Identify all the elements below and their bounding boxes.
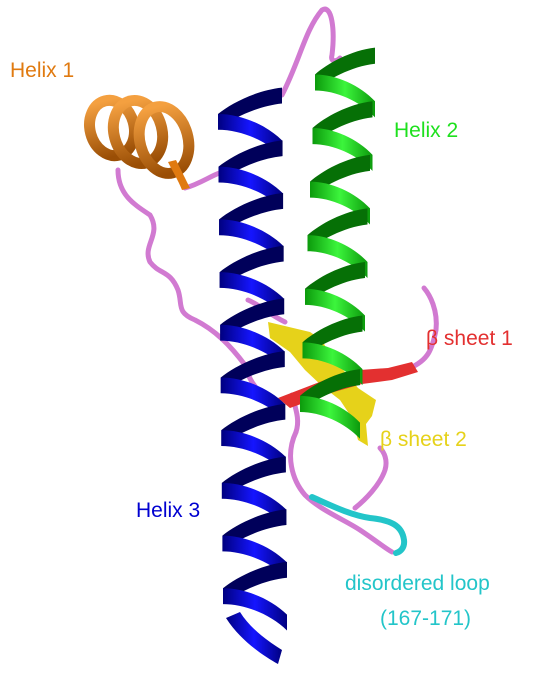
coil-lower xyxy=(291,432,392,552)
helix-3-label: Helix 3 xyxy=(136,500,200,521)
coil-helix1-to-helix3 xyxy=(185,172,222,188)
disordered-loop-label: disordered loop xyxy=(345,573,490,594)
helix-2-label: Helix 2 xyxy=(394,120,458,141)
beta-sheet-2-label: β sheet 2 xyxy=(380,429,467,450)
helix-1 xyxy=(84,95,196,190)
helix-3 xyxy=(218,88,287,664)
coil-bottom-right xyxy=(355,448,386,508)
helix-1-label: Helix 1 xyxy=(10,60,74,81)
beta-sheet-1-label: β sheet 1 xyxy=(426,328,513,349)
disordered-loop-range-label: (167-171) xyxy=(380,608,471,629)
helix-3-tail xyxy=(226,612,282,664)
